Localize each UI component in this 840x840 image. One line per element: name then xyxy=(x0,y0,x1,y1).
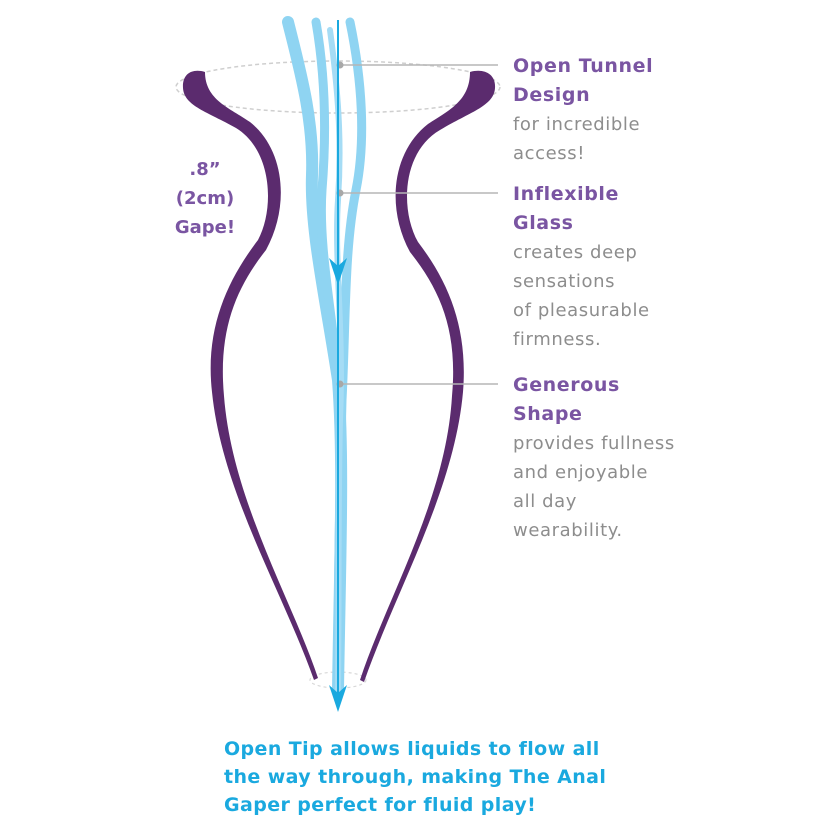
gape-label: .8” (2cm) Gape! xyxy=(174,159,236,238)
callout-description: for incredible access! xyxy=(513,114,641,164)
callout-inflexible-glass: Inflexible Glass creates deep sensations… xyxy=(513,180,833,354)
right-wall xyxy=(360,70,496,682)
flow-arrow xyxy=(329,20,347,712)
callout-open-tunnel: Open Tunnel Design for incredible access… xyxy=(513,52,833,168)
top-opening-outline xyxy=(175,60,501,114)
callout-title: Generous Shape xyxy=(513,374,620,425)
callout-description: creates deep sensations of pleasurable f… xyxy=(513,242,650,350)
leader-lines xyxy=(340,64,498,385)
fluid-flow xyxy=(282,16,367,696)
callout-generous-shape: Generous Shape provides fullness and enj… xyxy=(513,371,833,545)
callout-title: Inflexible Glass xyxy=(513,183,620,234)
callout-description: provides fullness and enjoyable all day … xyxy=(513,433,675,541)
flow-arrowhead-mid xyxy=(329,258,347,285)
caption: Open Tip allows liquids to flow all the … xyxy=(224,738,607,816)
callout-title: Open Tunnel Design xyxy=(513,55,654,106)
flow-arrowhead-bottom xyxy=(329,685,347,712)
